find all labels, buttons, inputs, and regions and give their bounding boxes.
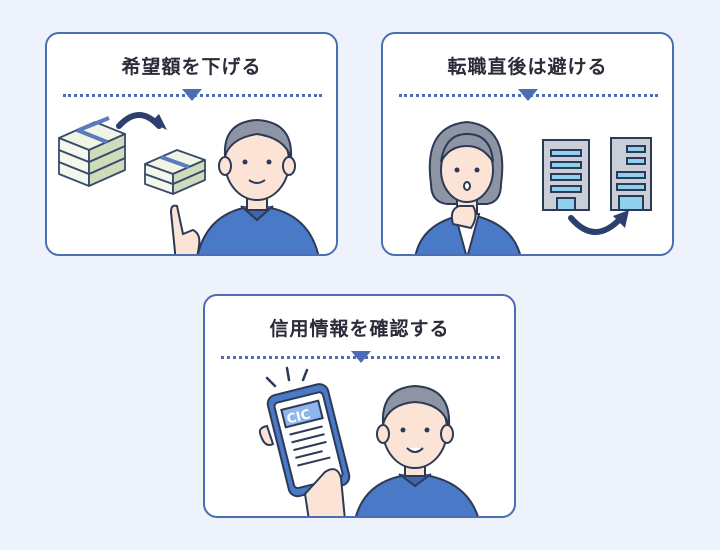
avoid-after-job-change-illustration — [414, 120, 652, 254]
cic-badge-text: CIC — [285, 407, 312, 427]
card-title: 希望額を下げる — [121, 56, 262, 78]
down-arrow-icon — [351, 351, 371, 363]
building-old-icon — [542, 139, 590, 211]
man-holding-phone-avatar — [355, 384, 479, 516]
smartphone-icon — [266, 383, 351, 498]
curved-arrow-icon — [568, 215, 624, 235]
building-new-icon — [610, 137, 652, 211]
tip-card-avoid-after-job-change: 転職直後は避ける — [381, 32, 674, 256]
down-arrow-icon — [518, 89, 538, 101]
card-title: 転職直後は避ける — [447, 56, 608, 78]
card-title: 信用情報を確認する — [269, 318, 450, 340]
check-credit-info-illustration: CIC — [258, 366, 479, 516]
hand-icon — [258, 424, 346, 516]
shine-lines-icon — [265, 366, 309, 388]
lower-amount-illustration — [58, 112, 319, 254]
tip-card-check-credit-info: 信用情報を確認する CIC — [203, 294, 516, 518]
money-stack-large-icon — [58, 116, 126, 187]
thinking-woman-avatar — [414, 120, 521, 254]
down-arrow-icon — [182, 89, 202, 101]
money-stack-small-icon — [144, 149, 206, 195]
tip-card-lower-amount: 希望額を下げる — [45, 32, 338, 256]
man-pointing-avatar — [169, 118, 319, 254]
